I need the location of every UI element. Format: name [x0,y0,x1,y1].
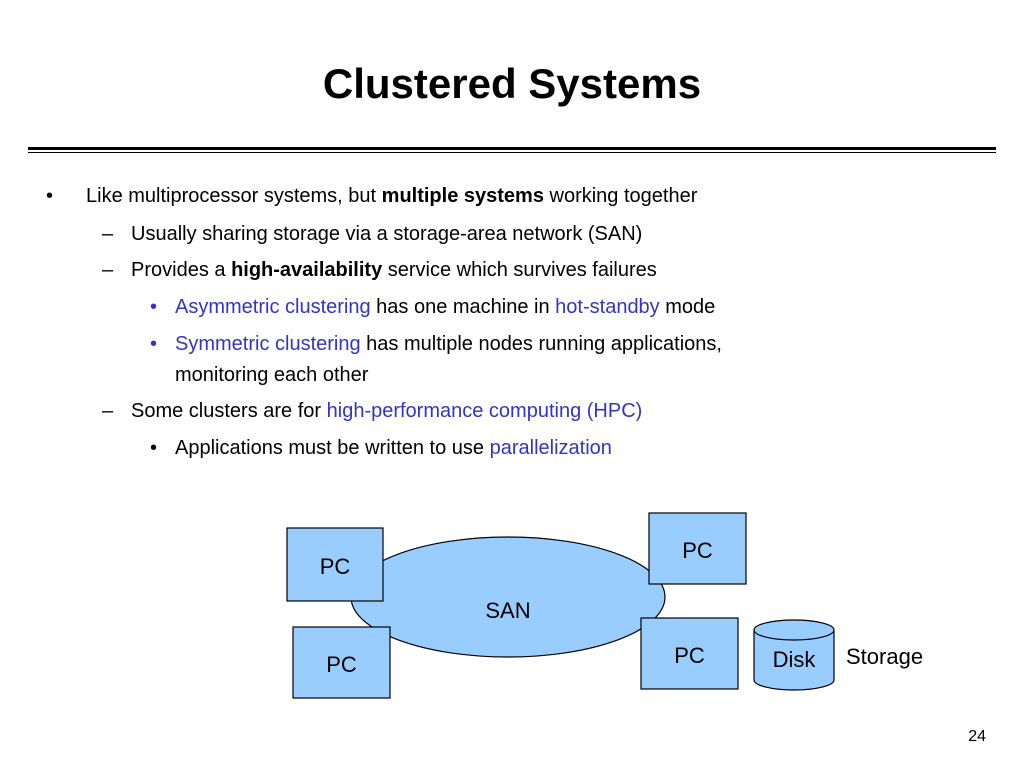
storage-label: Storage [846,644,924,669]
bullet-1-2-1-suffix: mode [659,296,716,318]
bullet-1-2-1-text: Asymmetric clustering has one machine in… [175,294,715,320]
term-parallelization: parallelization [489,437,612,459]
term-asymmetric-clustering: Asymmetric clustering [175,296,371,318]
pc-label: PC [682,538,713,563]
bullet-marker: • [150,437,158,459]
pc-node-bottom-right [640,617,739,690]
bullet-1-2-text: Provides a high-availability service whi… [131,257,657,283]
san-ellipse [350,536,666,658]
bullet-1-suffix: working together [543,185,698,207]
san-label: SAN [485,598,531,623]
bullet-1-2-2-text: Symmetric clustering has multiple nodes … [175,331,722,357]
pc-label: PC [319,554,351,579]
slide-title: Clustered Systems [322,60,702,107]
title-divider-top [28,147,996,150]
dash-marker: – [102,223,114,245]
bullet-marker: • [150,333,158,355]
bullet-marker: • [150,296,158,318]
bullet-1-2-prefix: Provides a [131,259,232,281]
title-divider-bottom [28,152,996,153]
pc-node-top-right [648,512,747,585]
slide-number: 24 [968,728,986,745]
dash-marker: – [102,259,114,281]
bullet-1-prefix: Like multiprocessor systems, but [86,185,382,207]
bullet-1-1-text: Usually sharing storage via a storage-ar… [131,223,643,245]
term-symmetric-clustering: Symmetric clustering [175,333,361,355]
bullet-1-2-suffix: service which survives failures [382,259,657,281]
bullet-1-2-bold: high-availability [231,259,383,281]
bullet-1-3-1-prefix: Applications must be written to use [175,437,490,459]
pc-node-bottom-left [292,626,391,699]
disk-cylinder-icon [753,619,835,691]
term-hot-standby: hot-standby [555,296,660,318]
bullet-1-3-1-text: Applications must be written to use para… [175,435,612,461]
pc-node-top-left [286,527,384,602]
bullet-marker: • [46,185,54,207]
bullet-1-3-prefix: Some clusters are for [131,400,327,422]
bullet-1-2-2-suffix: has multiple nodes running applications, [360,333,722,355]
term-hpc: high-performance computing (HPC) [326,400,643,422]
pc-label: PC [326,652,357,677]
bullet-1-2-2-line2: monitoring each other [175,364,369,386]
bullet-1-bold: multiple systems [381,185,544,207]
dash-marker: – [102,400,114,422]
disk-label: Disk [772,647,816,672]
bullet-1-text: Like multiprocessor systems, but multipl… [86,183,697,209]
bullet-1-3-text: Some clusters are for high-performance c… [131,398,642,424]
bullet-1-2-1-mid: has one machine in [370,296,556,318]
pc-label: PC [674,643,705,668]
